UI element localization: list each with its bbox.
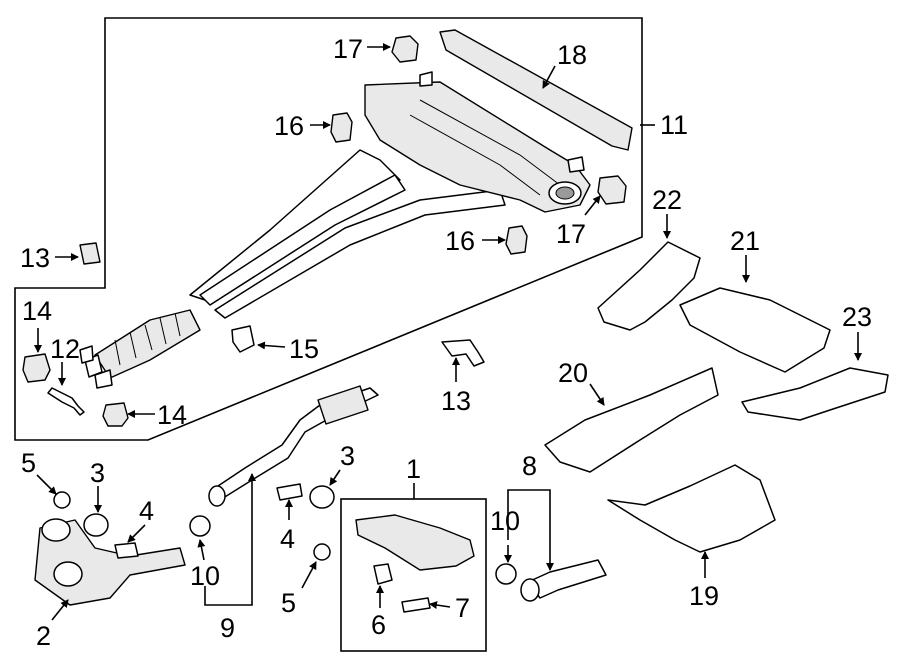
callout-17-top: 17 [333, 34, 363, 64]
leader-lines [34, 43, 862, 621]
callout-18: 18 [557, 40, 587, 70]
bolt-7 [401, 597, 431, 613]
assembly-box-outline [14, 17, 643, 441]
clamp-12 [47, 387, 85, 416]
isolator-14-top [22, 353, 51, 383]
bracket-15 [231, 325, 255, 353]
nut-5-left [53, 491, 71, 509]
heat-shield-19 [607, 464, 776, 553]
catalytic-converter-1 [355, 514, 475, 571]
callout-3-left: 3 [90, 458, 105, 488]
nut-5-right [313, 543, 331, 561]
callout-8: 8 [522, 451, 537, 481]
clamp-10-right [495, 563, 517, 585]
callout-19: 19 [689, 581, 719, 611]
heat-shield-20 [544, 367, 719, 473]
callout-4-left: 4 [139, 496, 154, 526]
callout-5-left: 5 [21, 448, 36, 478]
bracket-13-center [441, 339, 485, 367]
hanger-16-right [505, 225, 528, 255]
callout-12: 12 [50, 334, 80, 364]
callout-10-right: 10 [490, 506, 520, 536]
callout-10-left: 10 [190, 561, 220, 591]
heat-shield-21 [679, 287, 831, 373]
callout-3-right: 3 [340, 441, 355, 471]
rear-pipe-8 [527, 559, 607, 599]
callout-4-right: 4 [280, 524, 295, 554]
callout-9: 9 [220, 613, 235, 643]
callout-23: 23 [842, 302, 872, 332]
hanger-16-left [330, 112, 353, 143]
callout-13-center: 13 [441, 386, 471, 416]
callout-14-top: 14 [22, 296, 52, 326]
heat-strip-18 [439, 29, 633, 151]
callout-6: 6 [371, 610, 386, 640]
callout-2: 2 [36, 621, 51, 651]
isolator-14-bottom [102, 402, 129, 427]
callout-1: 1 [406, 454, 421, 484]
callout-16-top: 16 [274, 111, 304, 141]
callout-20: 20 [558, 358, 588, 388]
hanger-17-right [597, 175, 627, 205]
callout-15: 15 [289, 334, 319, 364]
bracket-6 [373, 563, 393, 585]
callout-17-right: 17 [556, 219, 586, 249]
callout-21: 21 [730, 226, 760, 256]
callout-14-bottom: 14 [157, 400, 187, 430]
callout-16-right: 16 [445, 226, 475, 256]
callout-7: 7 [455, 593, 470, 623]
gasket-3-right [309, 485, 335, 509]
clamp-10-left [189, 515, 211, 537]
hanger-17-top [391, 35, 419, 63]
stud-4-right [276, 483, 303, 501]
callout-labels: 17 18 16 11 17 16 13 14 12 14 15 13 22 2… [20, 34, 872, 651]
callout-22: 22 [652, 185, 682, 215]
bracket-13-left [79, 242, 101, 265]
callout-13-left: 13 [20, 243, 50, 273]
gasket-3-left [83, 513, 109, 537]
muffler-assembly [79, 71, 591, 389]
callout-11: 11 [660, 110, 688, 140]
heat-shield-23 [741, 367, 889, 421]
callout-5-right: 5 [281, 588, 296, 618]
heat-shield-22 [597, 241, 701, 331]
stud-4-left [114, 542, 139, 559]
